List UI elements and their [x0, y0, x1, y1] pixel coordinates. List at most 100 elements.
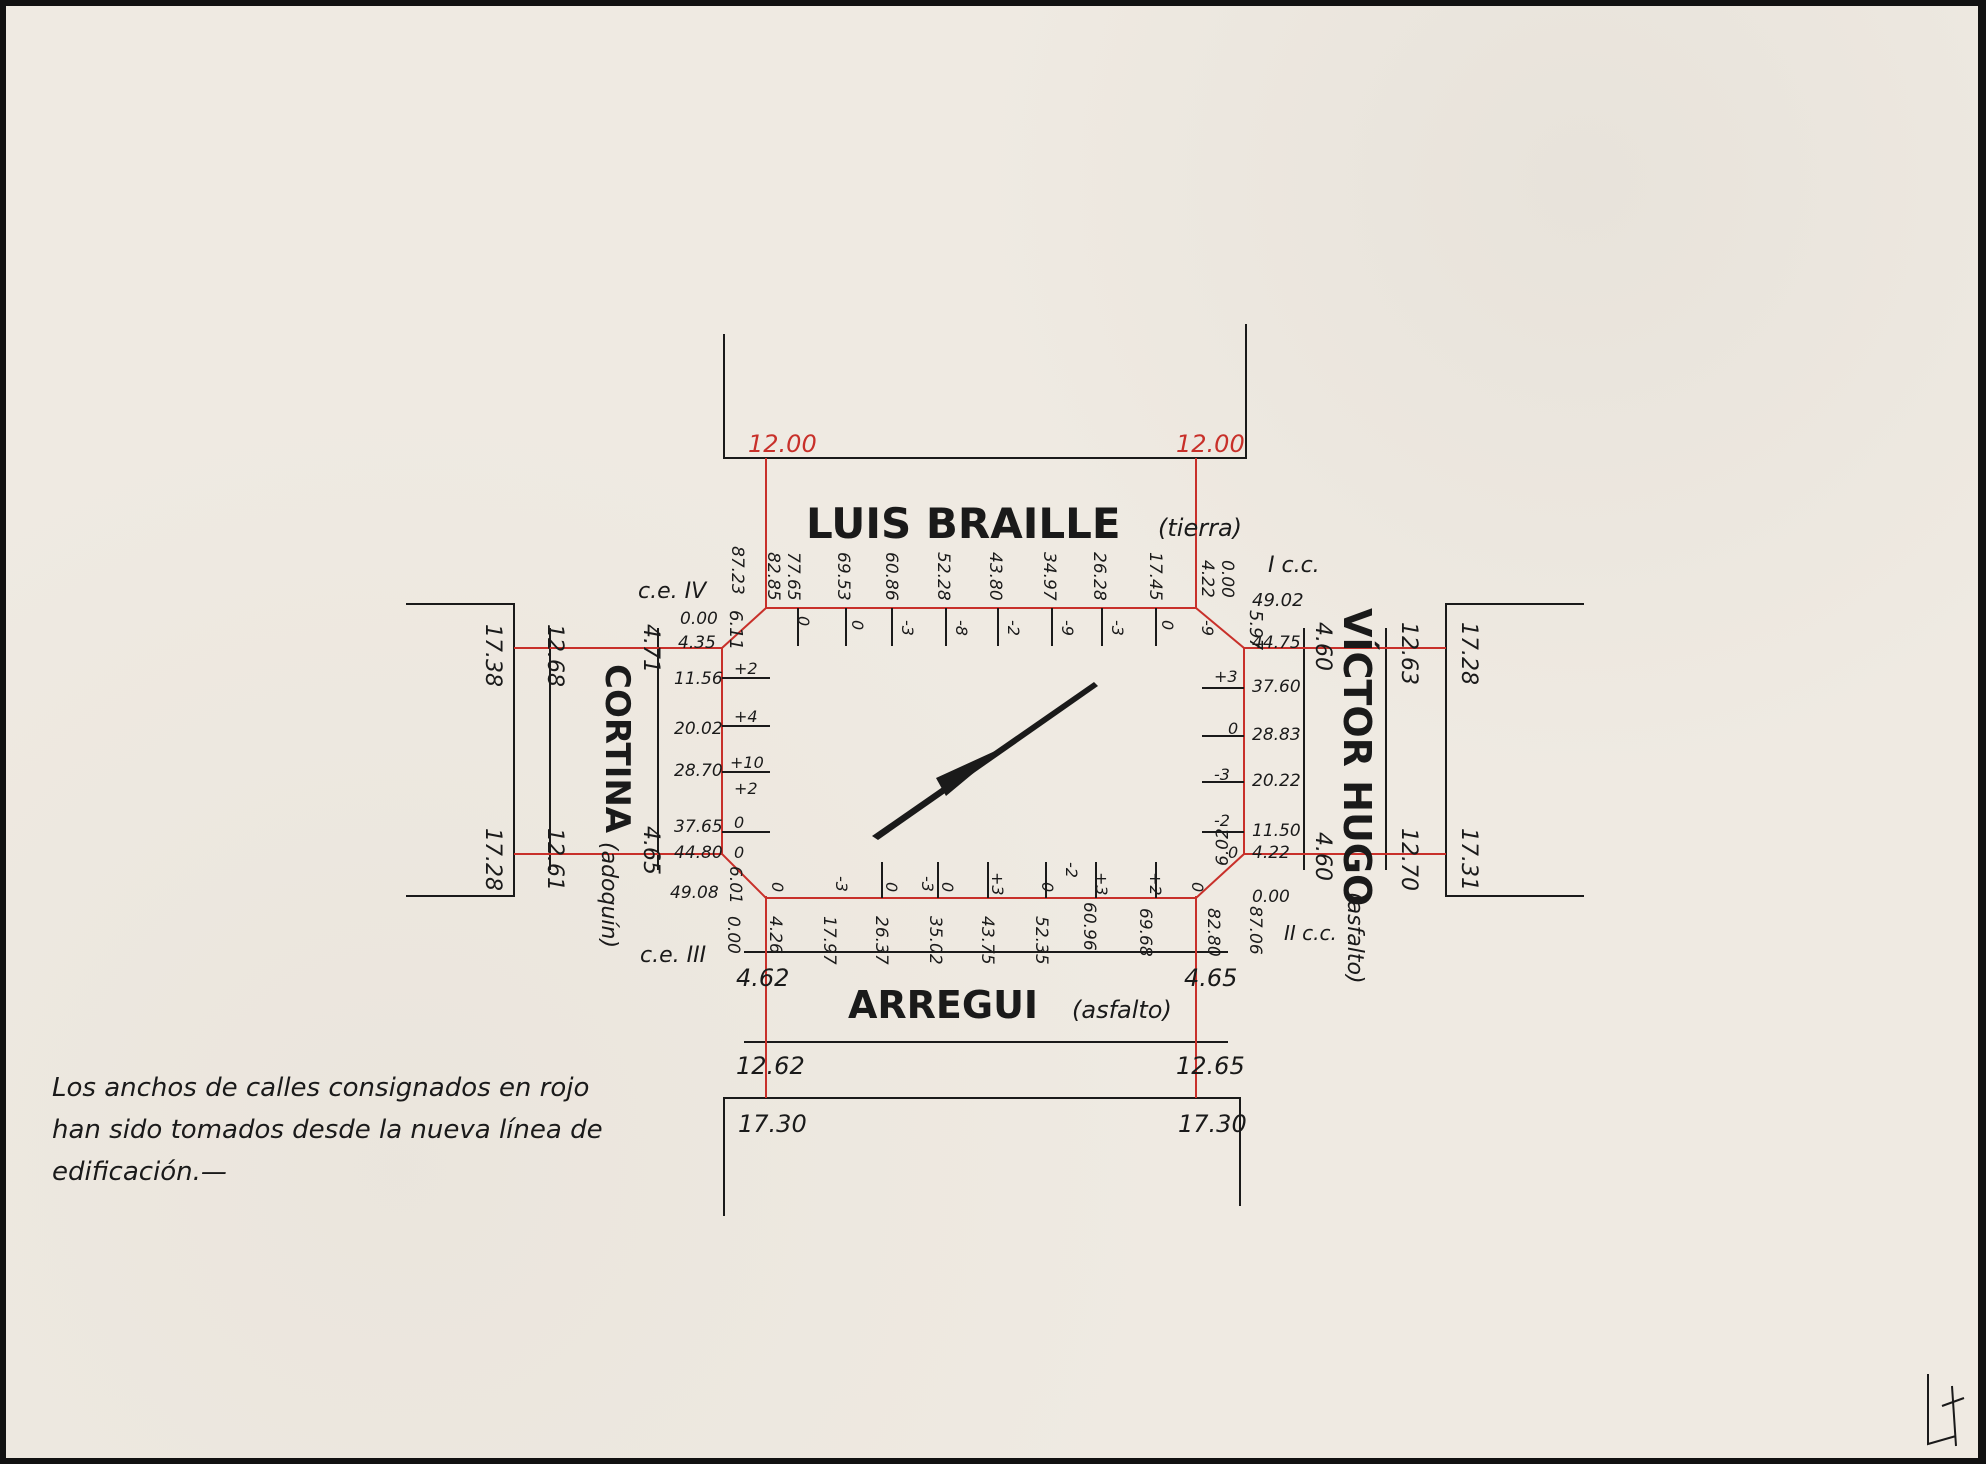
street-name-west: CORTINA	[597, 664, 637, 834]
level-label: +2	[1146, 872, 1165, 896]
width-west-top-outer: 17.38	[480, 624, 505, 687]
note-line-3: edificación.—	[52, 1157, 227, 1187]
street-surface-east: (asfalto)	[1342, 892, 1367, 984]
east-distances: 44.75 37.60 28.83 20.22 11.50 4.22 0.00	[1252, 633, 1301, 907]
distance-label: 60.96	[1079, 902, 1099, 951]
distance-label: 4.22	[1197, 560, 1217, 598]
width-south-left-inner: 4.62	[736, 964, 789, 992]
distance-label: 69.68	[1135, 908, 1155, 957]
level-label: -2	[1214, 811, 1230, 830]
level-label: -3	[918, 876, 937, 892]
corner-se-chamfer: 6.02	[1213, 828, 1233, 866]
street-surface-west: (adoquín)	[596, 842, 621, 948]
level-label: 0	[734, 813, 744, 832]
north-arrow-icon	[872, 682, 1098, 840]
level-label: +10	[730, 753, 764, 772]
level-label: +2	[734, 659, 758, 678]
east-levels: +3 0 -3 -2 0	[1214, 667, 1238, 862]
street-surface-south: (asfalto)	[1072, 996, 1172, 1024]
corner-sw-chamfer: 6.01	[725, 866, 745, 904]
signature-mark	[1927, 1374, 1965, 1447]
distance-label: 0.00	[680, 609, 718, 629]
width-west-bottom-inner: 4.65	[638, 826, 663, 875]
distance-label: 37.60	[1252, 677, 1301, 697]
distance-label: 28.83	[1252, 725, 1301, 745]
distance-label: 60.86	[881, 552, 901, 601]
west-distances: 0.00 4.35 11.56 20.02 28.70 37.65 44.80 …	[670, 609, 723, 903]
note-line-1: Los anchos de calles consignados en rojo	[52, 1073, 589, 1103]
width-east-top-red: 12.63	[1396, 622, 1421, 685]
width-north-left: 12.00	[748, 430, 817, 458]
distance-label: 69.53	[833, 552, 853, 601]
level-label: 0	[794, 616, 813, 626]
width-east-bottom-inner: 4.60	[1310, 832, 1335, 881]
distance-label: 35.02	[925, 916, 945, 965]
width-east-bottom-outer: 17.31	[1456, 828, 1481, 891]
width-east-top-outer: 17.28	[1456, 622, 1481, 685]
width-south-left-outer: 17.30	[738, 1110, 807, 1138]
level-label: -3	[1108, 620, 1127, 636]
level-label: 0	[1228, 843, 1238, 862]
level-label: -8	[952, 620, 971, 636]
level-label: 0	[848, 620, 867, 630]
level-label: -9	[1058, 620, 1077, 636]
corner-label-ne: I c.c.	[1268, 553, 1320, 578]
corner-label-se: II c.c.	[1284, 921, 1337, 945]
distance-label: 37.65	[674, 817, 723, 837]
width-west-bottom-outer: 17.28	[480, 828, 505, 891]
distance-label: 0.00	[1217, 560, 1237, 598]
level-label: 0	[1188, 882, 1207, 892]
distance-label: 26.37	[871, 916, 891, 965]
level-label: 0	[938, 882, 957, 892]
level-label: +2	[734, 779, 758, 798]
distance-label: 26.28	[1089, 552, 1109, 601]
level-label: 0	[1158, 620, 1177, 630]
distance-label: 52.28	[933, 552, 953, 601]
distance-label: 87.06	[1245, 906, 1265, 955]
distance-label: 4.22	[1252, 843, 1290, 863]
level-label: -3	[832, 876, 851, 892]
level-label: -9	[1198, 620, 1217, 636]
level-label: +3	[1214, 667, 1238, 686]
width-south-left-red: 12.62	[736, 1052, 805, 1080]
distance-label: 17.97	[819, 916, 839, 965]
note: Los anchos de calles consignados en rojo…	[52, 1073, 603, 1187]
street-surface-north: (tierra)	[1158, 514, 1242, 542]
width-east-bottom-red: 12.70	[1396, 828, 1421, 891]
distance-label: 82.85	[763, 552, 783, 601]
level-label: -2	[1004, 620, 1023, 636]
width-west-bottom-red: 12.61	[542, 828, 567, 891]
distance-label: 17.45	[1145, 552, 1165, 601]
street-lines	[406, 324, 1584, 1216]
level-label: -2	[1062, 862, 1081, 878]
distance-label: 34.97	[1039, 552, 1059, 601]
south-distances: 0.00 4.26 17.97 26.37 35.02 43.75 52.35 …	[723, 902, 1265, 965]
corner-label-sw: c.e. III	[640, 943, 706, 968]
distance-label: 20.22	[1252, 771, 1301, 791]
distance-label: 77.65	[783, 552, 803, 601]
width-south-right-outer: 17.30	[1178, 1110, 1247, 1138]
north-end-value: 49.02	[1252, 590, 1304, 611]
level-label: 0	[1038, 882, 1057, 892]
corner-label-nw: c.e. IV	[638, 579, 708, 604]
level-label: +3	[988, 872, 1007, 896]
south-levels: 0 -3 0 -3 0 +3 0 -2 +3 +2 0	[768, 862, 1207, 896]
width-west-top-inner: 4.71	[638, 624, 663, 673]
block-outline	[721, 607, 1245, 899]
west-levels: +2 +4 +10 +2 0 0	[730, 659, 764, 862]
level-label: 0	[768, 882, 787, 892]
block-plan: LUIS BRAILLE (tierra) ARREGUI (asfalto) …	[52, 324, 1965, 1447]
level-label: +4	[734, 707, 758, 726]
street-name-east: VÍCTOR HUGO	[1335, 608, 1379, 906]
street-name-south: ARREGUI	[848, 983, 1038, 1027]
north-distances: 87.23 82.85 77.65 69.53 60.86 52.28 43.8…	[727, 546, 1237, 601]
distance-label: 52.35	[1031, 916, 1051, 965]
distance-label: 49.08	[670, 883, 719, 903]
level-label: 0	[882, 882, 901, 892]
distance-label: 43.80	[985, 552, 1005, 601]
level-label: -3	[898, 620, 917, 636]
distance-label: 82.80	[1203, 908, 1223, 957]
corner-ne-chamfer: 5.97	[1245, 610, 1266, 651]
width-south-right-inner: 4.65	[1184, 964, 1237, 992]
distance-label: 44.80	[674, 843, 723, 863]
